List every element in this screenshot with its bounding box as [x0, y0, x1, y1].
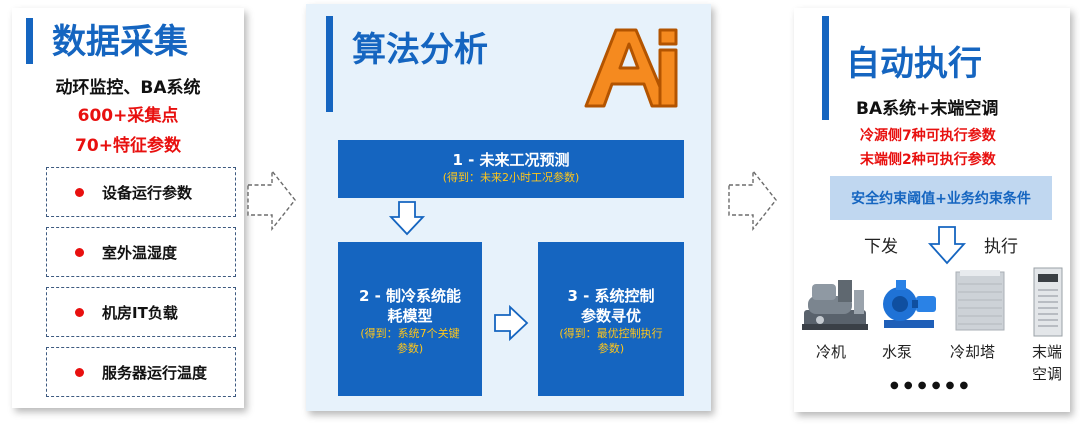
cooling-tower-label: 冷却塔 — [950, 343, 996, 361]
down-arrow-icon — [388, 201, 426, 236]
list-item-label: 室外温湿度 — [102, 243, 178, 262]
water-pump-label: 水泵 — [882, 343, 913, 361]
ai-logo-icon — [584, 28, 678, 108]
chiller-side-params-label: 冷源侧7种可执行参数 — [860, 128, 996, 144]
constraint-box: 安全约束阈值+业务约束条件 — [830, 176, 1052, 220]
terminal-ac-icon — [1033, 267, 1063, 337]
accent-bar — [326, 16, 333, 112]
water-pump-icon — [883, 280, 936, 328]
chiller-label: 冷机 — [816, 343, 847, 361]
list-item-label: 机房IT负载 — [102, 303, 178, 322]
auto-execution-panel: 自动执行 BA系统+末端空调 冷源侧7种可执行参数 末端侧2种可执行参数 安全约… — [794, 8, 1070, 412]
terminal-ac-label: 空调 — [1032, 365, 1063, 383]
list-item: 室外温湿度 — [46, 227, 236, 277]
energy-model-step-box: 2 - 制冷系统能 耗模型 (得到：系统7个关键 参数) — [338, 242, 482, 396]
data-sources-label: 动环监控、BA系统 — [55, 78, 201, 98]
list-item: 设备运行参数 — [46, 167, 236, 217]
constraint-label: 安全约束阈值+业务约束条件 — [851, 191, 1031, 207]
down-arrow-icon — [927, 226, 967, 265]
right-arrow-icon — [494, 304, 529, 342]
bullet-icon — [75, 367, 84, 377]
energy-model-step-detail: 参数) — [396, 342, 424, 355]
algorithm-analysis-panel: 算法分析 1 - 未来工况预测 (得到：未来2小时工况参数) 2 - 制冷系统能… — [306, 4, 711, 411]
issue-command-label: 下发 — [864, 237, 898, 257]
accent-bar — [822, 16, 829, 120]
energy-model-step-title: 2 - 制冷系统能 — [358, 287, 462, 305]
execution-systems-label: BA系统+末端空调 — [856, 99, 999, 119]
list-item: 机房IT负载 — [46, 287, 236, 337]
data-collection-panel: 数据采集 动环监控、BA系统 600+采集点 70+特征参数 设备运行参数 室外… — [12, 8, 244, 408]
cooling-tower-icon — [955, 270, 1005, 331]
energy-model-step-detail: (得到：系统7个关键 — [360, 327, 460, 340]
accent-bar — [26, 18, 33, 64]
bullet-icon — [75, 307, 84, 317]
forecast-step-detail: (得到：未来2小时工况参数) — [442, 171, 580, 184]
control-optimization-step-box: 3 - 系统控制 参数寻优 (得到：最优控制执行 参数) — [538, 242, 684, 396]
terminal-ac-label: 末端 — [1032, 343, 1063, 361]
terminal-side-params-label: 末端侧2种可执行参数 — [860, 152, 996, 168]
more-equipment-ellipsis: ● ● ● ● ● ● — [890, 380, 970, 391]
feature-parameter-count: 70+特征参数 — [75, 136, 181, 156]
data-collection-title: 数据采集 — [52, 22, 188, 62]
collection-point-count: 600+采集点 — [77, 106, 179, 126]
list-item-label: 服务器运行温度 — [102, 363, 208, 382]
bullet-icon — [75, 247, 84, 257]
bullet-icon — [75, 187, 84, 197]
forecast-step-title: 1 - 未来工况预测 — [452, 151, 570, 169]
forecast-step-box: 1 - 未来工况预测 (得到：未来2小时工况参数) — [338, 140, 684, 198]
energy-model-step-title: 耗模型 — [387, 307, 433, 325]
control-optimization-step-detail: 参数) — [597, 342, 625, 355]
list-item: 服务器运行温度 — [46, 347, 236, 397]
list-item-label: 设备运行参数 — [102, 183, 193, 202]
execute-label: 执行 — [984, 237, 1018, 257]
auto-execution-title: 自动执行 — [846, 44, 982, 84]
control-optimization-step-detail: (得到：最优控制执行 — [559, 327, 663, 340]
algorithm-analysis-title: 算法分析 — [352, 30, 488, 70]
flow-arrow-icon — [247, 168, 296, 232]
chiller-icon — [802, 280, 868, 330]
control-optimization-step-title: 参数寻优 — [580, 307, 641, 325]
flow-arrow-icon — [728, 168, 777, 232]
control-optimization-step-title: 3 - 系统控制 — [567, 287, 655, 305]
